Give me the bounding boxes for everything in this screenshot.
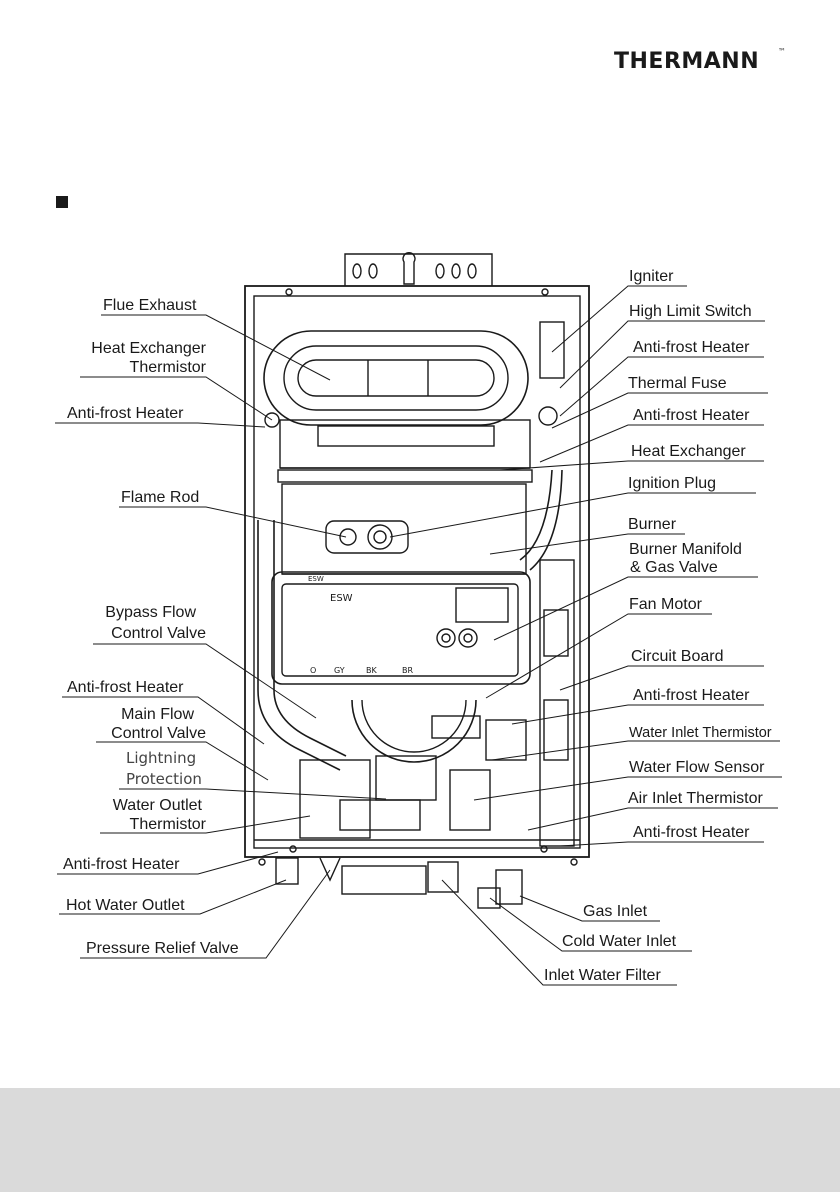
leader-circuit-board (559, 665, 764, 691)
label-inlet-water-filter: Inlet Water Filter (544, 967, 661, 984)
fan-motor (351, 699, 477, 763)
circuit-board-panel (539, 559, 575, 847)
leader-flue-exhaust (101, 314, 331, 381)
leader-hot-water-outlet (59, 879, 287, 915)
leader-burner-manifold (493, 576, 758, 641)
label-water-inlet-thermistor: Water Inlet Thermistor (629, 725, 772, 741)
label-main-flow-line2: Control Valve (111, 725, 206, 742)
label-bypass-flow-line1: Bypass Flow (105, 604, 196, 621)
label-main-flow-line1: Main Flow (121, 706, 194, 723)
leader-main-flow (96, 741, 269, 781)
label-fan-motor: Fan Motor (629, 596, 702, 613)
label-pressure-relief-valve: Pressure Relief Valve (86, 940, 239, 957)
circuit-board-housing (271, 571, 531, 685)
wire-mark-gy: GY (334, 666, 345, 675)
leader-pressure-relief (80, 869, 331, 959)
section-bullet (56, 196, 68, 208)
leader-burner (489, 533, 685, 555)
wire-mark-bk: BK (366, 666, 377, 675)
gas-inlet-fitting (495, 869, 523, 905)
leader-thermal-fuse (551, 392, 768, 429)
label-water-flow-sensor: Water Flow Sensor (629, 759, 765, 776)
wire-mark-o: O (310, 666, 316, 675)
leader-fan-motor (485, 613, 712, 699)
leader-cold-water-inlet (489, 897, 692, 952)
label-anti-frost-heater-left-1: Anti-frost Heater (67, 405, 184, 422)
leader-inlet-water-filter (441, 879, 677, 986)
leader-anti-frost-left-2 (62, 696, 265, 745)
leader-high-limit (559, 320, 765, 389)
label-heat-exchanger: Heat Exchanger (631, 443, 746, 460)
leader-gas-inlet (519, 895, 660, 922)
label-anti-frost-heater-right-2: Anti-frost Heater (633, 407, 750, 424)
leader-anti-frost-left-3 (57, 851, 279, 875)
leader-water-inlet-thermistor (491, 740, 780, 761)
flue-exhaust-hood (263, 330, 529, 426)
label-anti-frost-heater-left-3: Anti-frost Heater (63, 856, 180, 873)
label-hot-water-outlet: Hot Water Outlet (66, 897, 185, 914)
label-burner: Burner (628, 516, 677, 533)
label-flame-rod: Flame Rod (121, 489, 200, 506)
label-flue-exhaust: Flue Exhaust (103, 297, 197, 314)
leader-anti-frost-right-2 (539, 424, 764, 463)
leader-igniter (551, 285, 687, 353)
label-gas-inlet: Gas Inlet (583, 903, 648, 920)
leader-flame-rod (119, 506, 347, 538)
label-water-outlet-line1: Water Outlet (112, 797, 202, 814)
label-cold-water-inlet: Cold Water Inlet (562, 933, 677, 950)
label-bypass-flow-line2: Control Valve (111, 625, 206, 642)
logo-text: THERMANN (614, 49, 759, 74)
leader-ignition-plug (389, 492, 756, 538)
burner (281, 483, 527, 575)
leader-water-outlet (100, 815, 311, 834)
label-anti-frost-heater-right-3: Anti-frost Heater (633, 687, 750, 704)
footer-band (0, 1088, 840, 1192)
cold-water-inlet-fitting (477, 887, 501, 909)
thermann-logo: THERMANN ™ (614, 47, 786, 74)
label-anti-frost-heater-right-4: Anti-frost Heater (633, 824, 750, 841)
esw-mark-large: ESW (330, 593, 353, 604)
label-ignition-plug: Ignition Plug (628, 475, 717, 492)
leader-air-inlet-thermistor (527, 807, 778, 831)
label-burner-manifold-line2: & Gas Valve (630, 559, 718, 576)
esw-mark-small: ESW (308, 575, 324, 583)
label-thermal-fuse: Thermal Fuse (628, 375, 727, 392)
outer-casing (244, 285, 590, 858)
leader-anti-frost-right-1 (559, 356, 764, 417)
mounting-bracket-top (344, 253, 493, 286)
label-anti-frost-heater-right-1: Anti-frost Heater (633, 339, 750, 356)
leader-lightning (119, 788, 387, 800)
leader-bypass (93, 643, 317, 719)
leader-heat-exchanger-thermistor (80, 376, 273, 421)
label-burner-manifold-line1: Burner Manifold (629, 541, 742, 558)
label-circuit-board: Circuit Board (631, 648, 724, 665)
bypass-pipe (257, 520, 341, 771)
label-heat-exchanger-thermistor-line1: Heat Exchanger (91, 340, 206, 357)
label-igniter: Igniter (629, 268, 674, 285)
logo-trademark: ™ (778, 47, 786, 56)
label-heat-exchanger-thermistor-line2: Thermistor (129, 359, 206, 376)
hot-water-outlet-fitting (275, 857, 299, 885)
label-high-limit-switch: High Limit Switch (629, 303, 752, 320)
leader-anti-frost-right-3 (511, 704, 764, 725)
mounting-bracket-bottom (341, 865, 427, 895)
leader-anti-frost-left-1 (55, 422, 266, 428)
label-lightning-line2: Protection (126, 770, 202, 788)
label-air-inlet-thermistor: Air Inlet Thermistor (628, 790, 763, 807)
leader-anti-frost-right-4 (559, 841, 764, 847)
label-anti-frost-heater-left-2: Anti-frost Heater (67, 679, 184, 696)
wire-mark-br: BR (402, 666, 413, 675)
leader-heat-exchanger (499, 460, 764, 471)
label-water-outlet-line2: Thermistor (129, 816, 206, 833)
label-lightning-line1: Lightning (126, 749, 197, 767)
leader-water-flow-sensor (473, 776, 782, 801)
